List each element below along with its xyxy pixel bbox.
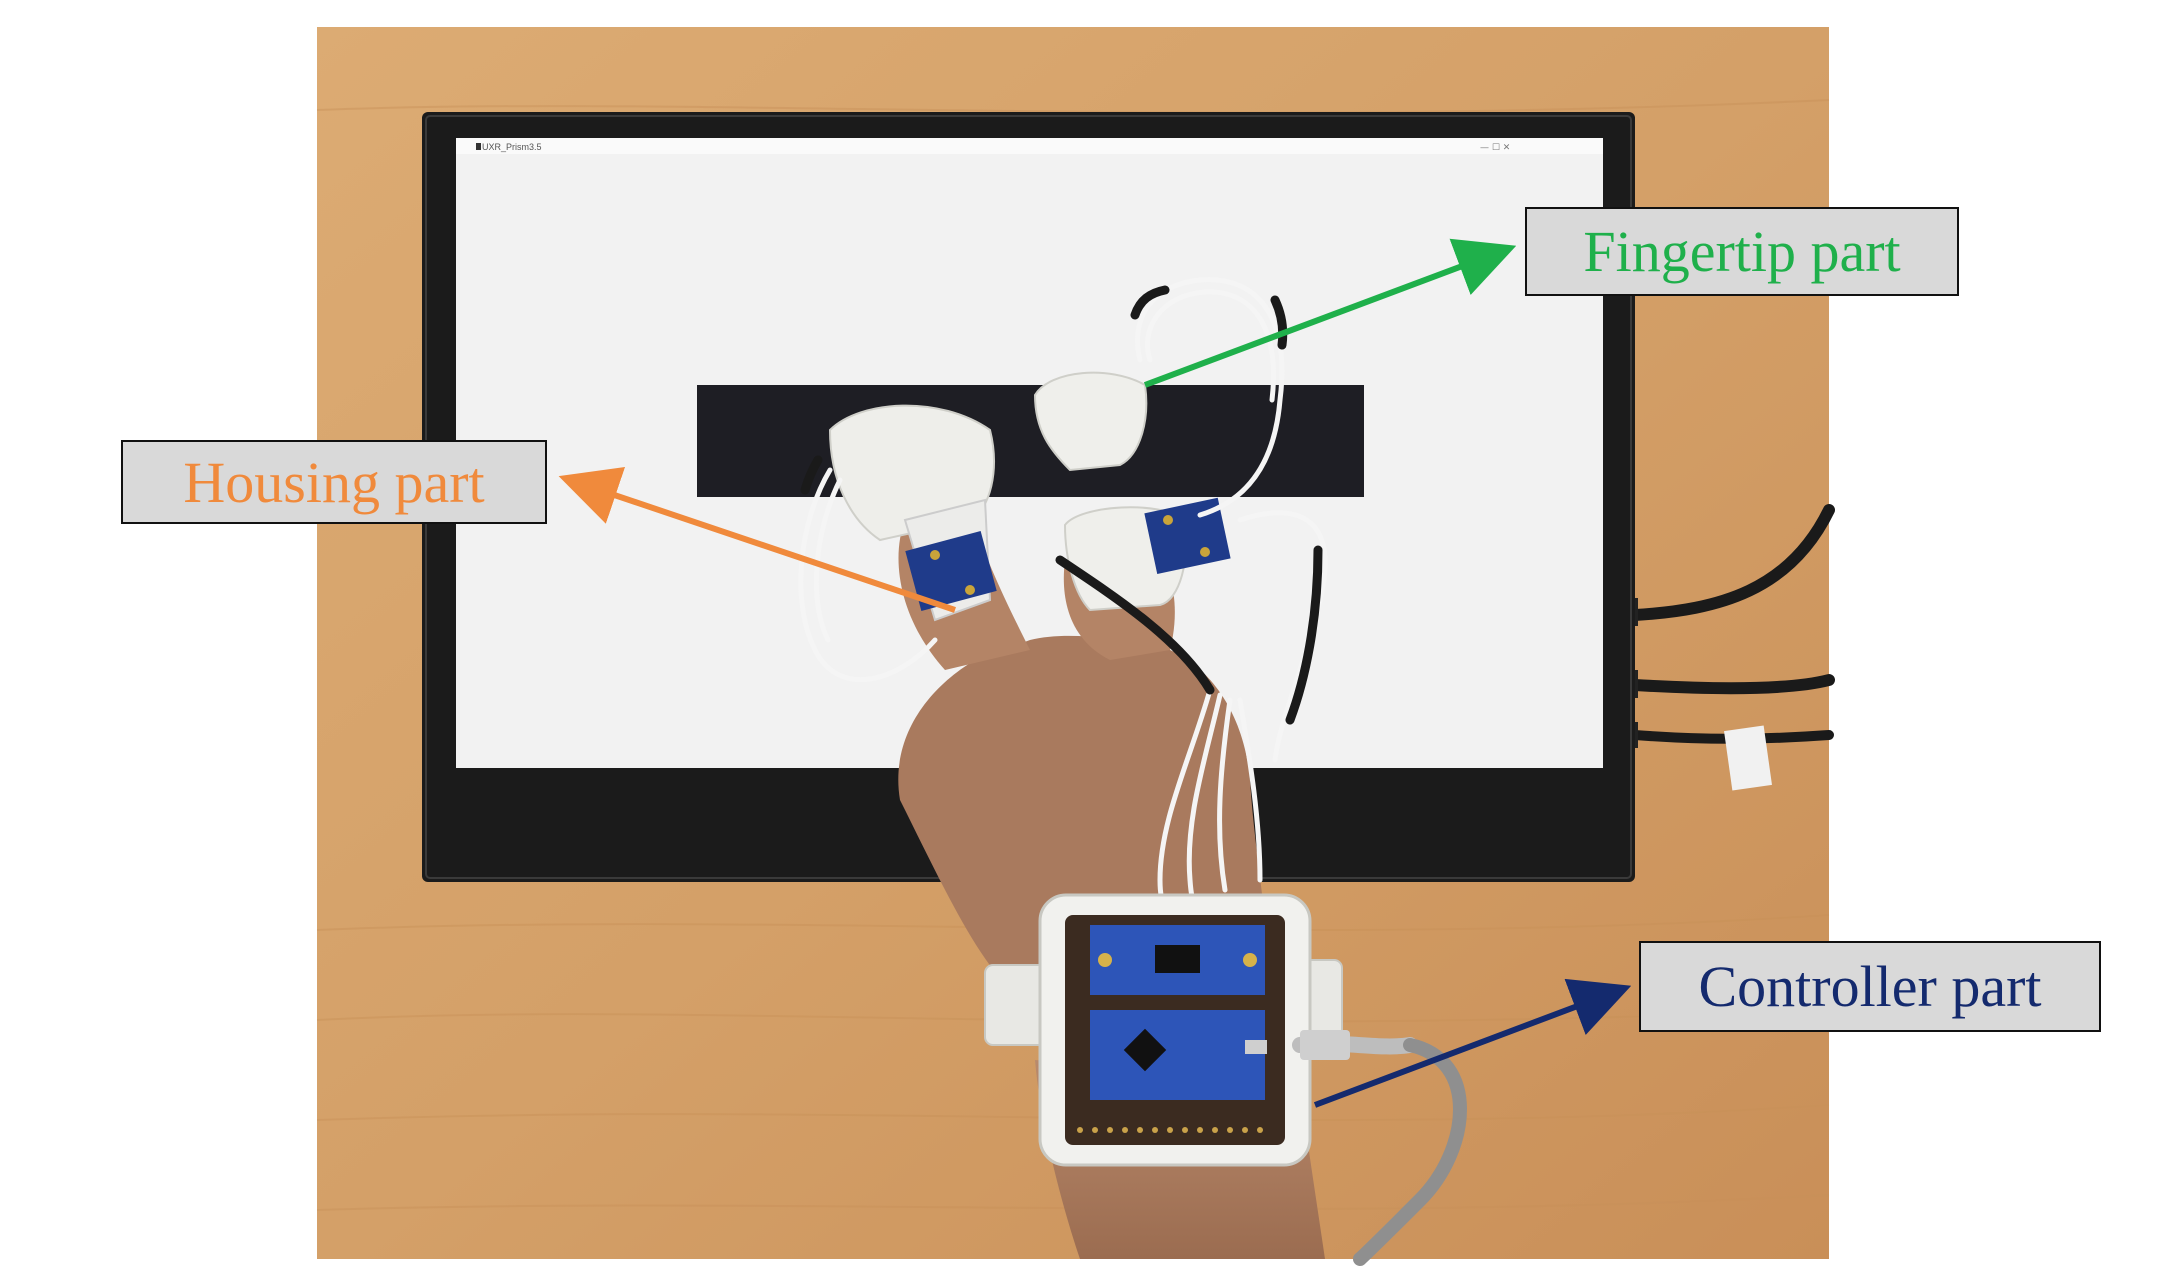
screen-target-bar <box>697 385 1364 497</box>
fingertip-arrow <box>1143 238 1517 388</box>
fingertip-part-label: Fingertip part <box>1525 207 1959 296</box>
controller-part-label: Controller part <box>1639 941 2101 1032</box>
housing-part-label: Housing part <box>121 440 547 524</box>
black-heatshrink <box>800 285 1323 725</box>
controller-main-board <box>1090 1010 1265 1100</box>
housing-arrow <box>558 466 956 613</box>
fingertip-part-text: Fingertip part <box>1583 219 1901 284</box>
white-wires <box>798 277 1328 953</box>
controller-arrow <box>1313 978 1632 1108</box>
fingertip-cap-left <box>1033 371 1148 472</box>
svg-text:— ☐ ✕: — ☐ ✕ <box>1480 143 1510 153</box>
controller-box <box>984 893 1343 1167</box>
window-title: UXR_Prism3.5 <box>482 142 542 152</box>
housing-ring <box>828 404 995 542</box>
housing-part-text: Housing part <box>183 449 485 515</box>
controller-part-text: Controller part <box>1698 954 2042 1019</box>
